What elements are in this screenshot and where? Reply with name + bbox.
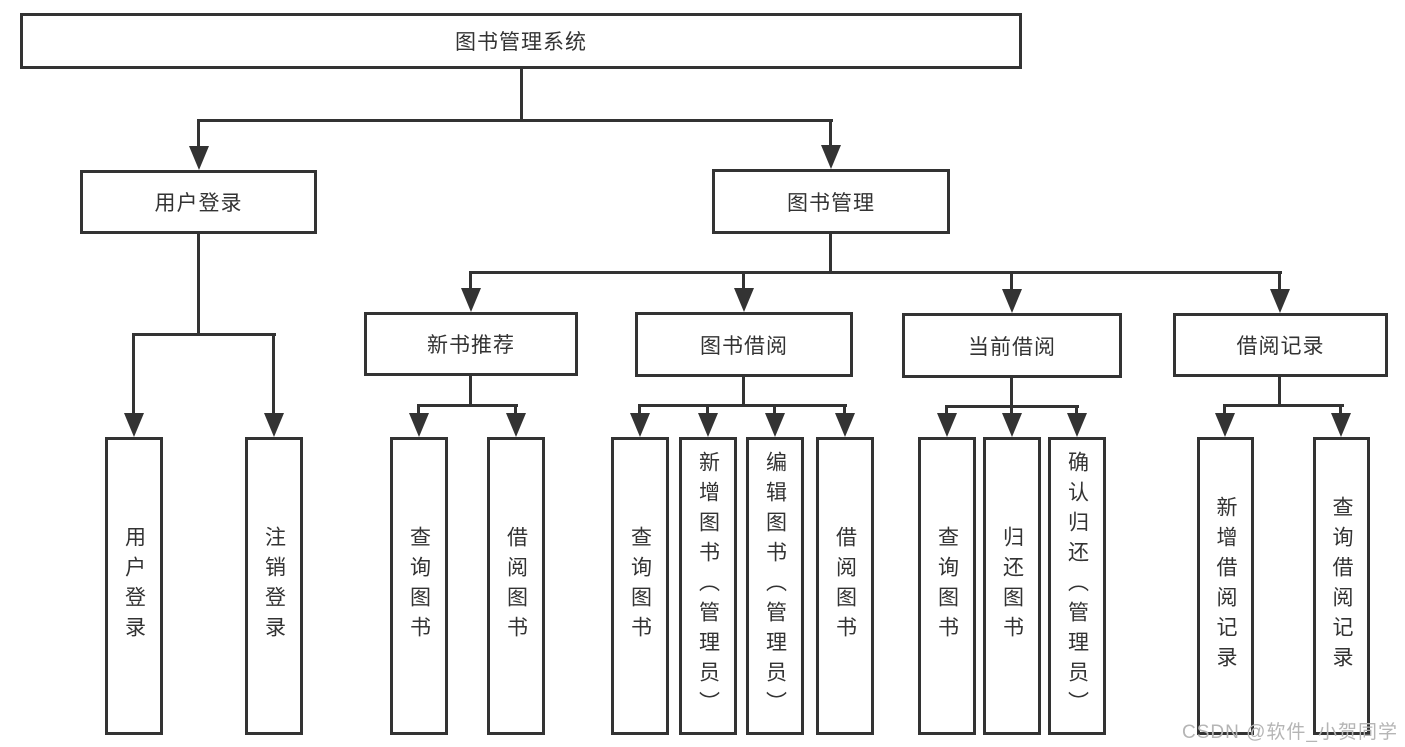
arrow-down-icon [698, 413, 718, 437]
leaf-label: 确认归还（管理员） [1065, 451, 1089, 721]
connector-vline [197, 233, 200, 335]
connector-vline [829, 119, 832, 150]
node-book-borrow: 图书借阅 [635, 312, 853, 377]
connector-hline [132, 333, 276, 336]
connector-vline [272, 333, 275, 419]
arrow-down-icon [124, 413, 144, 437]
node-new-book-recommend: 新书推荐 [364, 312, 578, 376]
connector-vline [742, 377, 745, 406]
leaf-return-book: 归还图书 [983, 437, 1041, 735]
connector-vline [197, 119, 200, 151]
node-label: 借阅记录 [1236, 335, 1325, 358]
connector-hline [1223, 404, 1344, 407]
connector-vline [1010, 378, 1013, 407]
connector-vline [132, 333, 135, 419]
arrow-down-icon [1067, 413, 1087, 437]
arrow-down-icon [461, 288, 481, 312]
connector-vline [1010, 271, 1013, 295]
leaf-user-login: 用户登录 [105, 437, 163, 735]
connector-hline [197, 119, 833, 122]
arrow-down-icon [835, 413, 855, 437]
arrow-down-icon [1331, 413, 1351, 437]
arrow-down-icon [1002, 413, 1022, 437]
connector-vline [1223, 404, 1226, 419]
node-label: 当前借阅 [968, 335, 1056, 359]
connector-vline [469, 271, 472, 294]
leaf-label: 查询图书 [628, 526, 652, 646]
leaf-label: 新增图书（管理员） [696, 451, 720, 721]
connector-vline [773, 404, 776, 419]
leaf-label: 借阅图书 [504, 526, 528, 646]
leaf-query-books: 查询图书 [611, 437, 669, 735]
csdn-watermark: CSDN @软件_小贺同学 [1182, 722, 1398, 743]
node-root: 图书管理系统 [20, 13, 1022, 69]
connector-vline [1339, 404, 1342, 419]
leaf-label: 借阅图书 [833, 526, 857, 646]
node-label: 用户登录 [154, 192, 243, 215]
leaf-label: 查询借阅记录 [1330, 496, 1353, 676]
leaf-label: 用户登录 [122, 526, 146, 646]
leaf-logout: 注销登录 [245, 437, 303, 735]
connector-hline [638, 404, 847, 407]
arrow-down-icon [409, 413, 429, 437]
connector-vline [417, 404, 420, 419]
leaf-borrow-books: 借阅图书 [816, 437, 874, 735]
arrow-down-icon [734, 288, 754, 312]
connector-vline [1278, 271, 1281, 295]
leaf-label: 编辑图书（管理员） [763, 451, 787, 721]
leaf-add-book-admin: 新增图书（管理员） [679, 437, 737, 735]
leaf-label: 查询图书 [407, 526, 431, 646]
node-borrow-records: 借阅记录 [1173, 313, 1388, 377]
arrow-down-icon [264, 413, 284, 437]
arrow-down-icon [765, 413, 785, 437]
connector-vline [1010, 405, 1013, 419]
leaf-label: 注销登录 [262, 526, 286, 646]
leaf-query-books: 查询图书 [918, 437, 976, 735]
leaf-confirm-return-admin: 确认归还（管理员） [1048, 437, 1106, 735]
leaf-borrow-books: 借阅图书 [487, 437, 545, 735]
connector-vline [520, 68, 523, 120]
connector-vline [742, 271, 745, 294]
arrow-down-icon [189, 146, 209, 170]
connector-vline [469, 376, 472, 406]
node-root-label: 图书管理系统 [455, 31, 587, 54]
leaf-label: 归还图书 [1000, 526, 1024, 646]
node-user-login: 用户登录 [80, 170, 317, 234]
connector-hline [469, 271, 1282, 274]
leaf-query-books: 查询图书 [390, 437, 448, 735]
connector-hline [417, 404, 518, 407]
connector-vline [1278, 377, 1281, 406]
arrow-down-icon [1270, 289, 1290, 313]
leaf-label: 查询图书 [935, 526, 959, 646]
leaf-edit-book-admin: 编辑图书（管理员） [746, 437, 804, 735]
node-book-management: 图书管理 [712, 169, 950, 234]
connector-vline [1075, 405, 1078, 419]
arrow-down-icon [506, 413, 526, 437]
arrow-down-icon [1002, 289, 1022, 313]
arrow-down-icon [937, 413, 957, 437]
connector-vline [514, 404, 517, 419]
arrow-down-icon [630, 413, 650, 437]
node-label: 图书管理 [787, 191, 875, 215]
connector-vline [638, 404, 641, 419]
connector-vline [706, 404, 709, 419]
leaf-label: 新增借阅记录 [1214, 496, 1237, 676]
node-label: 图书借阅 [700, 334, 788, 358]
connector-vline [829, 234, 832, 273]
arrow-down-icon [821, 145, 841, 169]
node-current-borrow: 当前借阅 [902, 313, 1122, 378]
leaf-add-borrow-record: 新增借阅记录 [1197, 437, 1254, 735]
arrow-down-icon [1215, 413, 1235, 437]
node-label: 新书推荐 [427, 334, 515, 357]
leaf-query-borrow-record: 查询借阅记录 [1313, 437, 1370, 735]
connector-vline [843, 404, 846, 419]
connector-vline [945, 405, 948, 419]
